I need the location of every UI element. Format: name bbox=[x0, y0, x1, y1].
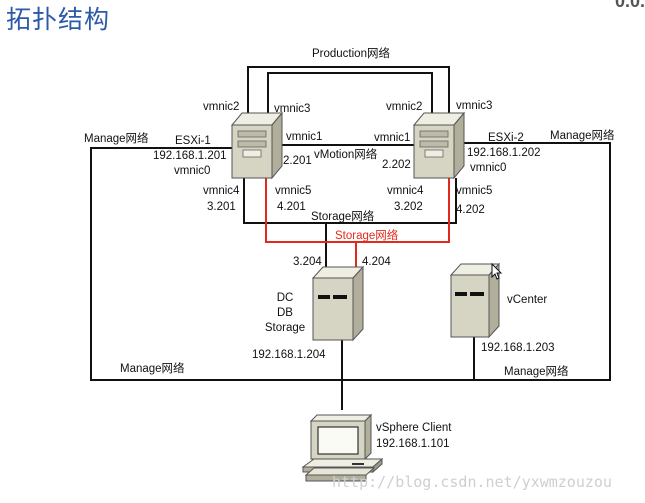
storage-server-role-db: DB bbox=[277, 307, 293, 319]
vcenter-ip-label: 192.168.1.203 bbox=[481, 342, 555, 354]
manage-network-label-bottom-left: Manage网络 bbox=[120, 363, 185, 375]
manage-link-left bbox=[90, 142, 611, 381]
esxi2-vmnic5-ip-label: 4.202 bbox=[456, 204, 485, 216]
production-link-inner bbox=[267, 72, 433, 122]
esxi1-ip-label: 192.168.1.201 bbox=[153, 150, 227, 162]
vmotion-network-label: vMotion网络 bbox=[314, 149, 378, 161]
storage-network-label-red: Storage网络 bbox=[335, 230, 399, 242]
esxi2-ip-label: 192.168.1.202 bbox=[467, 147, 541, 159]
storage-server-port-right-label: 4.204 bbox=[362, 256, 391, 268]
manage-network-label-top-right: Manage网络 bbox=[550, 130, 615, 142]
storage-server-role-storage: Storage bbox=[264, 322, 306, 334]
client-ip-label: 192.168.1.101 bbox=[376, 438, 450, 450]
storage-network-label: Storage网络 bbox=[311, 211, 375, 223]
esxi2-name-label: ESXi-2 bbox=[488, 132, 524, 144]
esxi1-vmnic3-label: vmnic3 bbox=[274, 103, 311, 115]
manage-network-label-top-left: Manage网络 bbox=[84, 133, 149, 145]
esxi1-vmnic5-ip-label: 4.201 bbox=[277, 201, 306, 213]
corner-fragment: 0.0. bbox=[614, 0, 645, 11]
storage-server-port-left-label: 3.204 bbox=[293, 256, 322, 268]
esxi1-vmnic5-label: vmnic5 bbox=[275, 185, 312, 197]
production-network-label: Production网络 bbox=[312, 48, 390, 60]
client-computer-icon bbox=[301, 413, 384, 482]
client-name-label: vSphere Client bbox=[376, 422, 452, 434]
esxi2-server-icon bbox=[412, 111, 466, 180]
esxi2-vmnic1-ip-label: 2.202 bbox=[382, 159, 411, 171]
esxi2-vmnic4-label: vmnic4 bbox=[387, 185, 424, 197]
esxi2-vmnic2-label: vmnic2 bbox=[386, 101, 423, 113]
esxi2-vmnic5-label: vmnic5 bbox=[456, 185, 493, 197]
storage-server-ip-label: 192.168.1.204 bbox=[252, 349, 326, 361]
esxi2-vmnic4-ip-label: 3.202 bbox=[394, 201, 423, 213]
esxi1-vmnic2-label: vmnic2 bbox=[203, 101, 240, 113]
vcenter-server-icon bbox=[449, 262, 501, 339]
esxi1-vmnic1-label: vmnic1 bbox=[286, 131, 323, 143]
esxi2-vmnic0-label: vmnic0 bbox=[470, 162, 507, 174]
esxi1-vmnic4-label: vmnic4 bbox=[203, 185, 240, 197]
manage-network-label-bottom-right: Manage网络 bbox=[504, 366, 569, 378]
esxi1-vmnic4-ip-label: 3.201 bbox=[207, 201, 236, 213]
storage-server-icon bbox=[311, 265, 365, 342]
storage-link-red bbox=[265, 178, 450, 243]
esxi2-vmnic3-label: vmnic3 bbox=[456, 100, 493, 112]
esxi1-name-label: ESXi-1 bbox=[175, 135, 211, 147]
storage-link-black bbox=[243, 178, 457, 224]
esxi1-vmnic1-ip-label: 2.201 bbox=[283, 155, 312, 167]
esxi1-vmnic0-label: vmnic0 bbox=[174, 165, 211, 177]
page-title: 拓扑结构 bbox=[6, 5, 111, 34]
vcenter-name-label: vCenter bbox=[507, 294, 548, 306]
mouse-cursor-icon bbox=[491, 262, 503, 280]
storage-server-role-dc: DC bbox=[276, 292, 294, 304]
esxi2-vmnic1-label: vmnic1 bbox=[374, 132, 411, 144]
production-link-outer bbox=[247, 66, 450, 122]
esxi1-server-icon bbox=[230, 111, 284, 180]
watermark: http://blog.csdn.net/yxwmzouzou bbox=[332, 473, 612, 491]
